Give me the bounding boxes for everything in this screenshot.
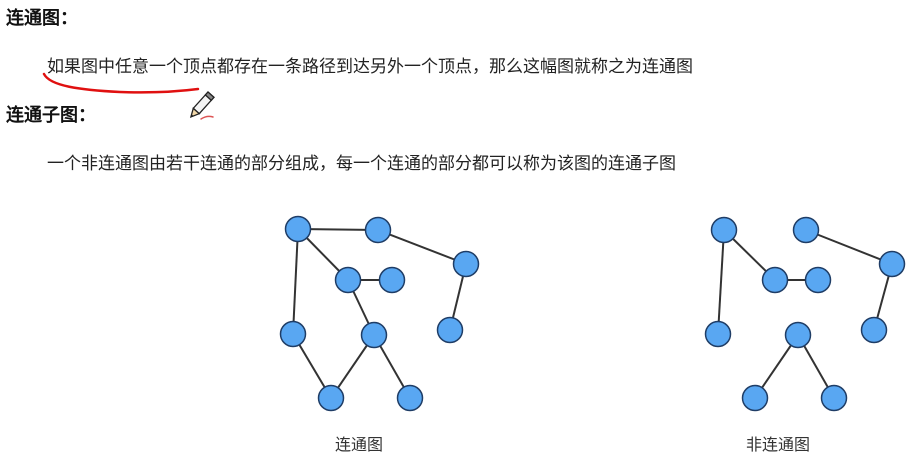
graph-node <box>741 384 769 412</box>
graph-edge <box>297 228 379 231</box>
connected-subgraph-definition: 一个非连通图由若干连通的部分组成，每一个连通的部分都可以称为该图的连通子图 <box>47 154 676 174</box>
graph-node <box>878 250 906 278</box>
connected-graph-definition: 如果图中任意一个顶点都存在一条路径到达另外一个顶点，那么这幅图就称之为连通图 <box>47 57 693 77</box>
graph-node <box>710 216 738 244</box>
graph-node <box>860 316 888 344</box>
graph-node <box>396 384 424 412</box>
graph-node <box>792 216 820 244</box>
red-underline-annotation <box>42 72 200 94</box>
disconnected-graph-caption: 非连通图 <box>746 435 810 454</box>
connected-graph-diagram <box>279 215 480 412</box>
graph-node <box>820 384 848 412</box>
graph-node <box>378 266 406 294</box>
graph-node <box>284 215 312 243</box>
graph-node <box>317 384 345 412</box>
graph-node <box>360 321 388 349</box>
connected-graph-heading: 连通图： <box>6 8 78 29</box>
graph-node <box>704 320 732 348</box>
graph-node <box>784 321 812 349</box>
graph-edge <box>805 229 893 265</box>
graph-edge <box>377 229 467 265</box>
graph-edge <box>717 229 725 335</box>
graph-node <box>334 266 362 294</box>
connected-subgraph-heading: 连通子图： <box>6 105 96 126</box>
pen-cursor-icon <box>189 91 215 119</box>
graph-node <box>364 216 392 244</box>
red-scribble-mark <box>200 115 214 120</box>
graph-edge <box>292 228 299 335</box>
graph-node <box>804 266 832 294</box>
graph-node <box>279 320 307 348</box>
graph-node <box>761 266 789 294</box>
connected-graph-caption: 连通图 <box>335 435 383 454</box>
graph-node <box>436 316 464 344</box>
disconnected-graph-diagram <box>704 216 906 412</box>
graph-node <box>452 250 480 278</box>
